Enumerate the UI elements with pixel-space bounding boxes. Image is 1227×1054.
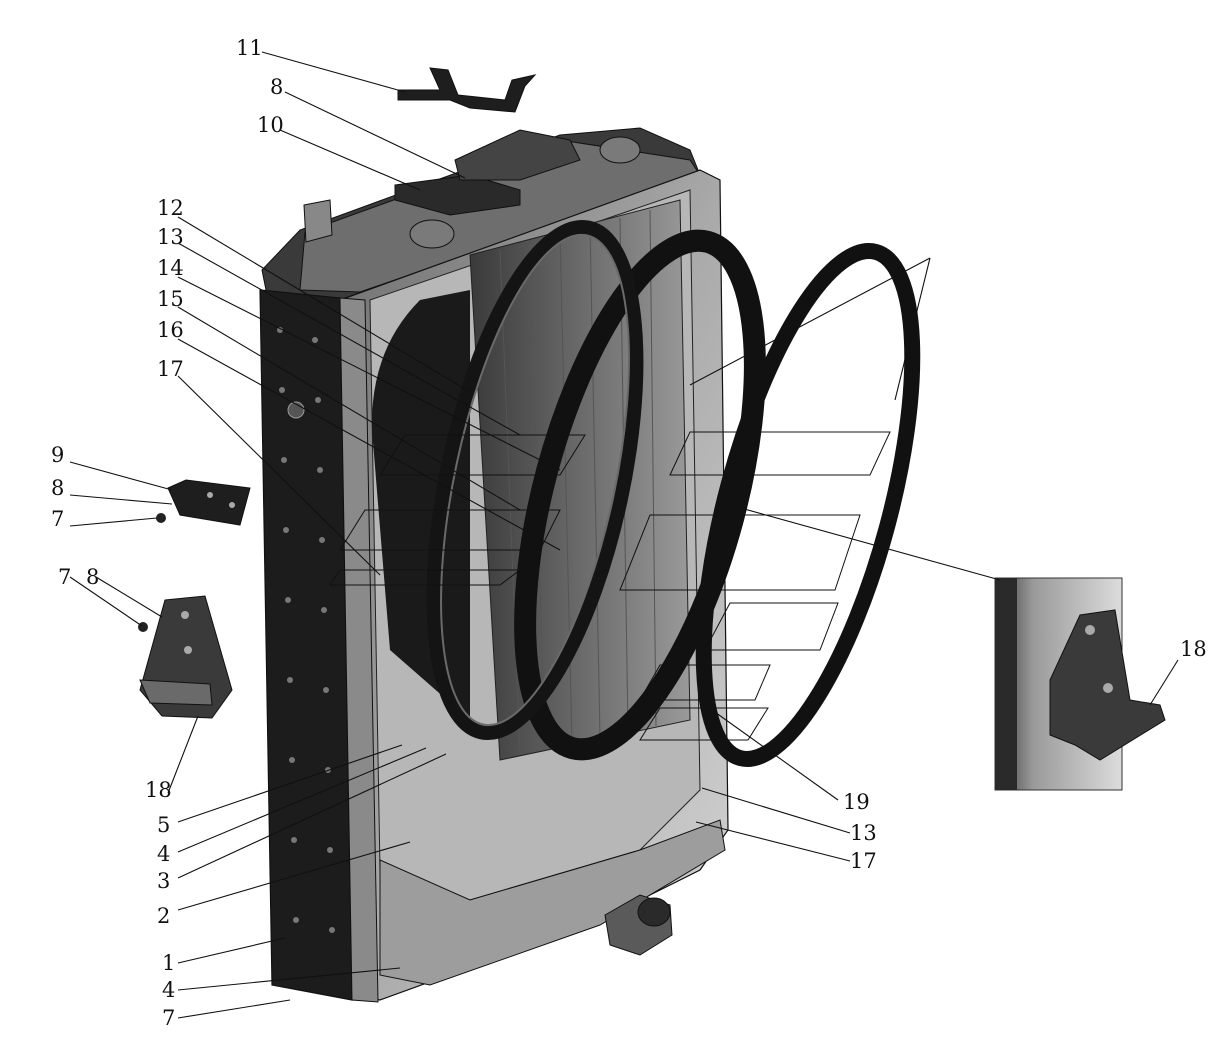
callout-17-left: 17 (157, 357, 184, 381)
callout-12: 12 (157, 196, 184, 220)
bracket-hole (229, 502, 235, 508)
callout-8-low: 8 (86, 565, 99, 589)
inset-detail (994, 577, 1166, 791)
fan-ring-inner-edge (440, 233, 630, 727)
support-hole (184, 646, 192, 654)
callout-7-low: 7 (58, 565, 71, 589)
callout-16: 16 (157, 318, 184, 342)
bracket-hole (207, 492, 213, 498)
support-hole (181, 611, 189, 619)
side-post (303, 199, 333, 243)
filler-cap (409, 219, 455, 249)
callout-1: 1 (162, 951, 175, 975)
top-mount-bracket (454, 129, 581, 181)
callout-3: 3 (157, 869, 170, 893)
mount-support-foot (139, 679, 213, 706)
filler-cap (599, 136, 641, 164)
shroud-interior (371, 290, 470, 720)
side-bracket-part (167, 479, 251, 526)
outlet-pipe-mouth (637, 897, 671, 927)
upper-bracket-part (397, 67, 537, 113)
callout-4-mid: 4 (157, 842, 170, 866)
inset-side-plate (995, 578, 1017, 790)
fan-ring-inner (426, 219, 644, 741)
bottom-tank (379, 819, 726, 986)
callout-14: 14 (157, 256, 184, 280)
callout-19: 19 (843, 790, 870, 814)
callout-2: 2 (157, 904, 170, 928)
callout-11: 11 (236, 36, 263, 60)
callout-7-mid: 7 (51, 507, 64, 531)
side-plate-holes (277, 327, 335, 933)
inset-hole (1085, 625, 1095, 635)
callout-18-left: 18 (145, 778, 172, 802)
callout-7-bot: 7 (162, 1006, 175, 1030)
callout-4-bot: 4 (162, 978, 175, 1002)
callout-17-right: 17 (850, 849, 877, 873)
callout-18-inset: 18 (1180, 637, 1207, 661)
callout-8-top: 8 (270, 75, 283, 99)
callout-10: 10 (257, 113, 284, 137)
callout-labels: 11 8 10 12 13 14 15 16 17 9 8 7 7 8 18 5… (51, 36, 1207, 1030)
callout-9: 9 (51, 443, 64, 467)
left-side-plate (259, 289, 353, 1001)
left-side-flange (339, 297, 379, 1003)
bolt-part (138, 622, 148, 632)
callout-15: 15 (157, 287, 184, 311)
bolt-part (156, 513, 166, 523)
ring-band-outlines (329, 431, 891, 741)
fan-ring-outer (695, 243, 921, 767)
callout-5: 5 (157, 813, 170, 837)
callout-8-mid: 8 (51, 476, 64, 500)
fan-ring-middle (514, 229, 766, 761)
callout-13-left: 13 (157, 225, 184, 249)
leader-lines (69, 51, 1179, 1019)
fan-rings (426, 219, 921, 767)
callout-13-right: 13 (850, 821, 877, 845)
inset-hole (1103, 683, 1113, 693)
